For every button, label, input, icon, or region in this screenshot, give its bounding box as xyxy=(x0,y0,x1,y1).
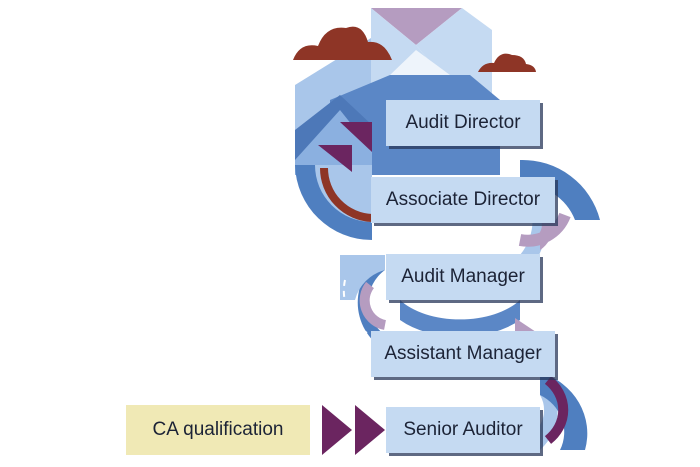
chevron-arrow-icon xyxy=(318,122,372,172)
chevron-arrow-icon xyxy=(322,405,385,455)
curved-arrow-icon xyxy=(319,167,373,222)
cloud-icon xyxy=(478,53,536,72)
role-associate-director: Associate Director xyxy=(371,177,555,223)
cloud-icon xyxy=(293,26,392,60)
qualification-box: CA qualification xyxy=(126,405,310,455)
role-audit-director: Audit Director xyxy=(386,100,540,146)
role-audit-manager: Audit Manager xyxy=(386,254,540,300)
role-assistant-manager: Assistant Manager xyxy=(371,331,555,377)
role-senior-auditor: Senior Auditor xyxy=(386,407,540,453)
